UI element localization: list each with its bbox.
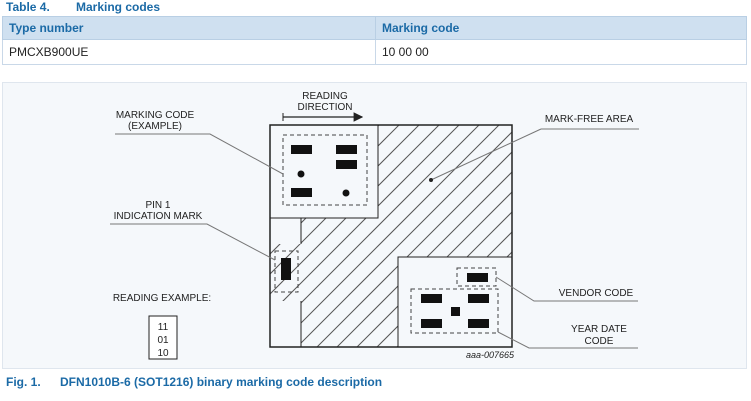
reading-example-line-1: 11 (158, 322, 169, 333)
figure-panel (2, 82, 747, 369)
vendor-code-leader (495, 276, 638, 302)
table-header-row: Type number Marking code (2, 16, 747, 40)
year-date-region-border (397, 256, 512, 347)
pin1-leader (110, 223, 276, 261)
marking-code-example-box (282, 134, 368, 206)
reading-example-line-2: 01 (157, 335, 169, 346)
reading-example-label: READING EXAMPLE: (113, 293, 211, 304)
header-marking-code: Marking code (375, 16, 747, 40)
marking-codes-table: Type number Marking code PMCXB900UE 10 0… (2, 16, 747, 65)
pin1-label-1: PIN 1 (145, 200, 170, 211)
figure-reference: aaa-007665 (466, 350, 515, 360)
figure-caption: Fig. 1. DFN1010B-6 (SOT1216) binary marki… (6, 375, 382, 389)
pin1-mark (281, 258, 291, 280)
year-date-code-box (410, 288, 499, 334)
table-caption-title: Marking codes (76, 0, 161, 14)
cell-type-number: PMCXB900UE (2, 39, 376, 65)
reading-example-line-3: 10 (157, 348, 169, 359)
vendor-code-box (456, 267, 497, 287)
vendor-code-label: VENDOR CODE (559, 288, 634, 299)
marking-diagram: READING DIRECTION MARKING CODE (EXAMPLE)… (110, 91, 639, 360)
pin1-label-2: INDICATION MARK (114, 211, 203, 222)
reading-direction-label-1: READING (302, 91, 348, 102)
mark-free-area-label: MARK-FREE AREA (545, 114, 634, 125)
marking-region-border (270, 125, 379, 244)
package-outline (269, 124, 513, 348)
marking-code-label-1: MARKING CODE (116, 110, 195, 121)
header-type-number: Type number (2, 16, 376, 40)
marking-code-label-2: (EXAMPLE) (128, 121, 182, 132)
table-caption-number: Table 4. (6, 0, 50, 14)
year-date-label-2: CODE (585, 336, 614, 347)
pin1-indication-box (274, 250, 299, 293)
table-caption: Table 4. Marking codes (6, 0, 160, 16)
reading-direction-label-2: DIRECTION (298, 102, 353, 113)
marking-code-leader (115, 133, 284, 175)
figure-caption-number: Fig. 1. (6, 375, 41, 389)
reading-example-box (148, 315, 178, 360)
year-date-leader (497, 331, 638, 349)
figure-caption-title: DFN1010B-6 (SOT1216) binary marking code… (60, 375, 383, 389)
table-row: PMCXB900UE 10 00 00 (2, 39, 747, 65)
year-date-label-1: YEAR DATE (571, 324, 627, 335)
mark-free-area-leader (430, 128, 542, 181)
cell-marking-code: 10 00 00 (375, 39, 747, 65)
